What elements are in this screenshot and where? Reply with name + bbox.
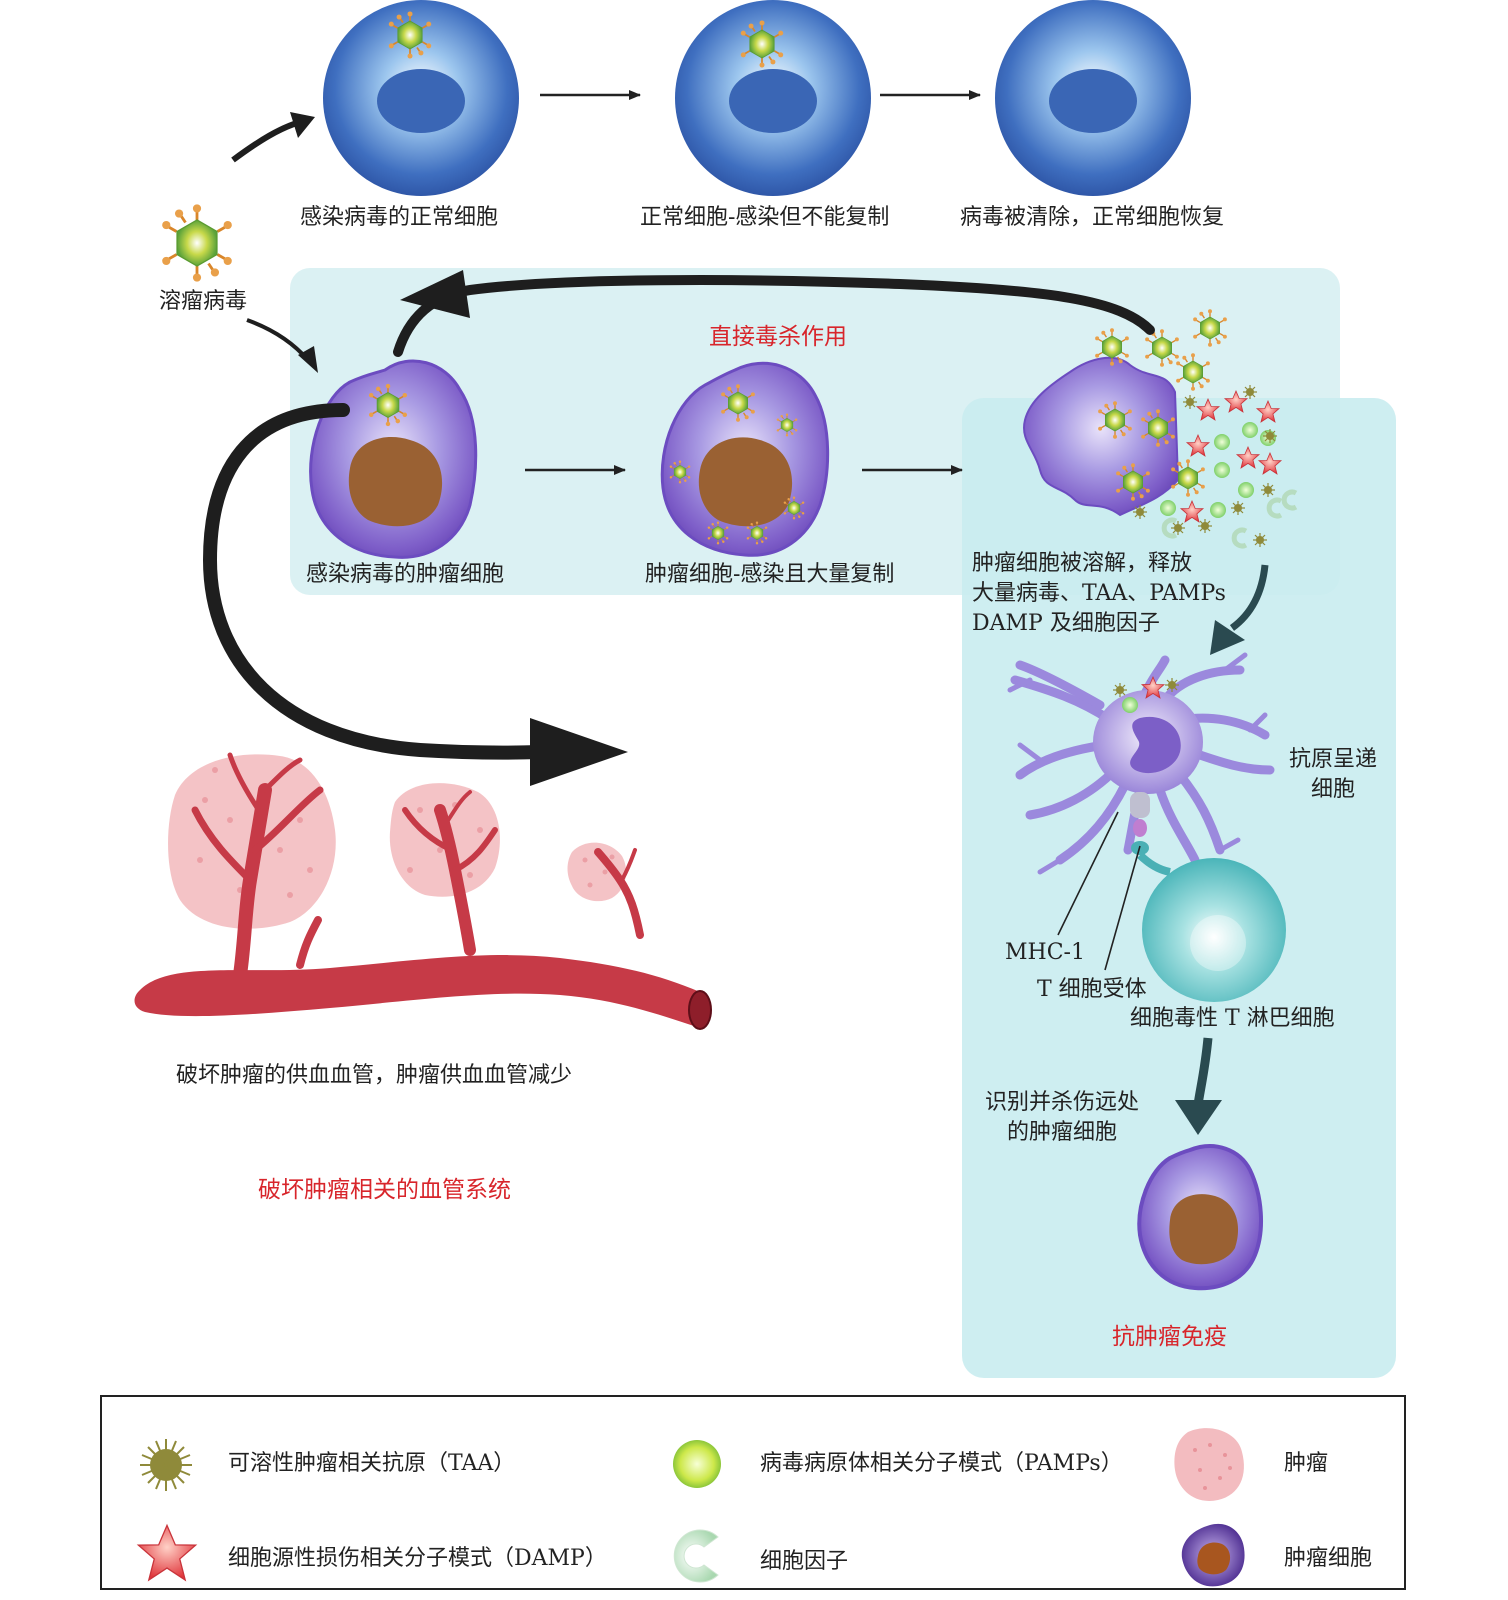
- legend-damp-label: 细胞源性损伤相关分子模式（DAMP）: [228, 1546, 607, 1571]
- label-recognize-line2: 的肿瘤细胞: [1006, 1120, 1117, 1145]
- arrow-to-vessels: [202, 403, 628, 786]
- label-direct-kill: 直接毒杀作用: [709, 324, 847, 350]
- legend-tumor-label: 肿瘤: [1284, 1451, 1329, 1476]
- label-vessel-damage: 破坏肿瘤的供血血管，肿瘤供血血管减少: [176, 1063, 573, 1088]
- label-oncolytic-virus: 溶瘤病毒: [159, 289, 248, 314]
- legend-tumor-cell-icon: [1181, 1523, 1245, 1587]
- arrow-virus-to-normal: [231, 112, 315, 163]
- tumor-vasculature: [134, 752, 712, 1030]
- mhc-tcr-synapse: [1057, 792, 1171, 971]
- legend-tumor-icon: [1174, 1428, 1244, 1501]
- lysed-tumor-cell: [1023, 308, 1296, 547]
- legend-taa-icon: [140, 1439, 192, 1491]
- label-normal-recover: 病毒被清除，正常细胞恢复: [960, 205, 1225, 230]
- label-vascular: 破坏肿瘤相关的血管系统: [258, 1177, 511, 1203]
- tumor-cell-infected: [309, 359, 478, 559]
- oncolytic-virus-icon: [160, 202, 234, 284]
- label-normal-no-replicate: 正常细胞-感染但不能复制: [640, 205, 890, 230]
- legend-tumor-cell-label: 肿瘤细胞: [1284, 1546, 1373, 1571]
- legend-pamps-label: 病毒病原体相关分子模式（PAMPs）: [760, 1451, 1123, 1476]
- normal-cell-no-replicate: [675, 0, 871, 196]
- label-apc-line1: 抗原呈递: [1288, 747, 1377, 772]
- distant-tumor-cell: [1137, 1144, 1264, 1291]
- label-lysis-line3: DAMP 及细胞因子: [972, 611, 1160, 636]
- legend-cytokine-label: 细胞因子: [760, 1549, 849, 1574]
- legend: [100, 1395, 1406, 1590]
- normal-cell-recovered: [995, 0, 1191, 196]
- label-lysis-line2: 大量病毒、TAA、PAMPs: [972, 581, 1226, 606]
- label-tumor-infected: 感染病毒的肿瘤细胞: [306, 562, 505, 587]
- arrow-virus-to-tumor: [246, 318, 318, 373]
- label-lysis-line1: 肿瘤细胞被溶解，释放: [972, 551, 1193, 576]
- label-tcr: T 细胞受体: [1037, 977, 1147, 1002]
- normal-cell-infected: [323, 0, 519, 196]
- label-recognize-line1: 识别并杀伤远处: [984, 1090, 1139, 1115]
- label-tumor-replicate: 肿瘤细胞-感染且大量复制: [645, 562, 895, 587]
- legend-cytokine-icon: [673, 1529, 719, 1583]
- cytotoxic-t-cell: [1142, 858, 1286, 1002]
- label-antitumor: 抗肿瘤免疫: [1112, 1324, 1227, 1350]
- arrow-direct-kill-cycle: [393, 270, 1155, 357]
- arrow-to-apc: [1210, 564, 1269, 655]
- legend-taa-label: 可溶性肿瘤相关抗原（TAA）: [228, 1451, 516, 1476]
- legend-damp-icon: [136, 1523, 198, 1582]
- tumor-cell-replicating: [660, 361, 830, 557]
- label-ctl: 细胞毒性 T 淋巴细胞: [1130, 1006, 1335, 1031]
- label-mhc: MHC-1: [1005, 940, 1085, 965]
- arrow-to-distant-tumor: [1175, 1037, 1222, 1135]
- label-apc-line2: 细胞: [1310, 777, 1355, 802]
- legend-pamps-icon: [673, 1440, 721, 1488]
- label-normal-infected: 感染病毒的正常细胞: [300, 205, 499, 230]
